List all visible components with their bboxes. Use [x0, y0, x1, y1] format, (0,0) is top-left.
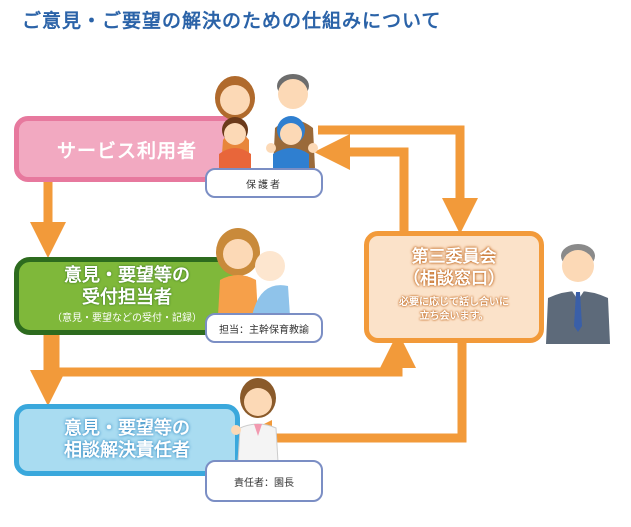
intake-line2: 受付担当者: [82, 287, 172, 308]
intake-note: （意見・要望などの受付・記録）: [52, 313, 202, 324]
resolve-line1: 意見・要望等の: [64, 418, 190, 439]
intake-line1: 意見・要望等の: [64, 265, 190, 286]
committee-man-illustration: [546, 244, 610, 344]
intake-staff-role-label: 担当：主幹保育教諭: [205, 313, 323, 343]
intake-staff-box: 意見・要望等の 受付担当者 （意見・要望などの受付・記録）: [14, 257, 240, 335]
service-user-label: サービス利用者: [56, 139, 197, 162]
arrow-intake-to-committee: [50, 332, 416, 377]
mother-baby-illustration: [216, 228, 290, 316]
guardian-label: 保護者: [205, 168, 323, 198]
resolve-line2: 相談解決責任者: [64, 440, 190, 461]
page-title: ご意見・ご要望の解決のための仕組みについて: [22, 10, 442, 32]
committee-line2: （相談窓口）: [403, 269, 505, 289]
arrow-service-to-committee: [318, 125, 478, 234]
staff-woman-illustration: [231, 378, 279, 462]
third-party-committee-box: 第三委員会 （相談窓口） 必要に応じて話し合いに 立ち会います。: [364, 231, 544, 343]
arrow-committee-to-service: [314, 134, 409, 231]
committee-note-line1: 必要に応じて話し合いに: [399, 297, 509, 308]
committee-line1: 第三委員会: [411, 247, 497, 267]
arrow-committee-to-resolve: [236, 343, 467, 456]
committee-note-line2: 立ち会います。: [419, 311, 489, 322]
resolution-manager-role-label: 責任者：園長: [205, 460, 323, 502]
committee-note: 必要に応じて話し合いに 立ち会います。: [395, 296, 513, 324]
resolution-manager-box: 意見・要望等の 相談解決責任者: [14, 404, 240, 476]
family-illustration: [215, 74, 318, 170]
